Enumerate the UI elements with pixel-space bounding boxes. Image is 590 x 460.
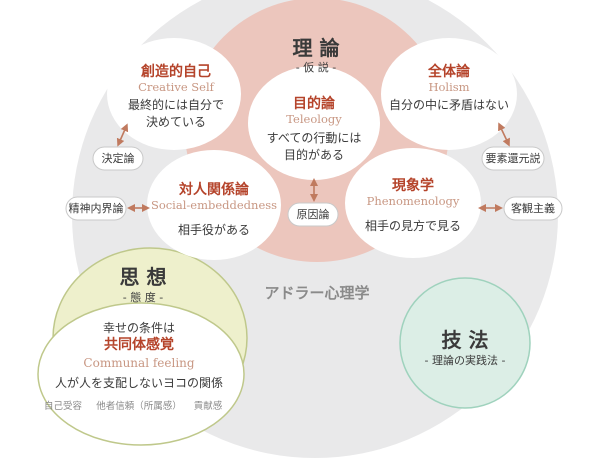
social-desc-1: 相手役がある: [177, 223, 251, 237]
reductionism-pill: 要素還元説: [485, 152, 541, 165]
thought-title: 思 想: [119, 265, 167, 289]
causalism-pill: 原因論: [296, 208, 330, 221]
adler-psychology-label: アドラー心理学: [264, 284, 370, 302]
creative-self-desc-2: 決めている: [145, 115, 207, 129]
teleology-title: 目的論: [293, 96, 335, 112]
holism-desc-1: 自分の中に矛盾はない: [388, 98, 510, 112]
intrapsychic-pill: 精神内界論: [68, 202, 124, 215]
creative-self-circle: [107, 38, 241, 150]
thought-item-contribution: 貢献感: [193, 401, 223, 412]
social-title: 対人関係論: [179, 182, 249, 198]
phenomenology-circle: [345, 148, 481, 258]
intrapsychic-pill-shape: [65, 196, 127, 221]
technique-circle: [399, 277, 531, 409]
thought-item-self-acceptance: 自己受容: [43, 401, 83, 412]
theory-title: 理 論: [292, 36, 340, 60]
thought-line-3: 人が人を支配しないヨコの関係: [54, 376, 224, 390]
communal-feeling-en: Communal feeling: [83, 356, 195, 370]
reductionism-pill-shape: [481, 146, 545, 171]
social-en: Social-embeddedness: [150, 198, 278, 212]
holism-circle: [381, 38, 517, 150]
technique-title: 技 法: [441, 328, 489, 352]
arrow-creative-determinism: [116, 123, 129, 147]
thought-item-trust-in-others: 他者信頼（所属感）: [96, 401, 182, 412]
theory-subtitle: - 仮 説 -: [295, 61, 337, 74]
teleology-desc-2: 目的がある: [283, 148, 345, 162]
creative-self-en: Creative Self: [138, 80, 214, 94]
causalism-pill-shape: [287, 202, 339, 227]
thought-circle-inner: [37, 302, 245, 446]
creative-self-desc-1: 最終的には自分で: [127, 98, 225, 112]
objectivism-pill: 客観主義: [511, 202, 555, 215]
holism-title: 全体論: [428, 64, 470, 80]
teleology-circle: [248, 66, 380, 180]
teleology-desc-1: すべての行動には: [266, 131, 362, 145]
objectivism-pill-shape: [503, 196, 563, 221]
communal-feeling-title: 共同体感覚: [104, 337, 174, 353]
thought-line-1: 幸せの条件は: [102, 321, 176, 335]
determinism-pill-shape: [92, 146, 144, 171]
determinism-pill: 決定論: [101, 152, 135, 165]
holism-en: Holism: [428, 80, 470, 94]
phenomenology-en: Phenomenology: [366, 194, 460, 208]
teleology-en: Teleology: [286, 112, 342, 126]
thought-subtitle: - 態 度 -: [122, 291, 164, 304]
arrow-holism-reductionism: [498, 122, 510, 147]
phenomenology-desc-1: 相手の見方で見る: [364, 219, 462, 233]
phenomenology-title: 現象学: [392, 178, 434, 194]
social-circle: [147, 150, 281, 260]
technique-subtitle: - 理論の実践法 -: [424, 354, 506, 367]
creative-self-title: 創造的自己: [141, 64, 211, 80]
